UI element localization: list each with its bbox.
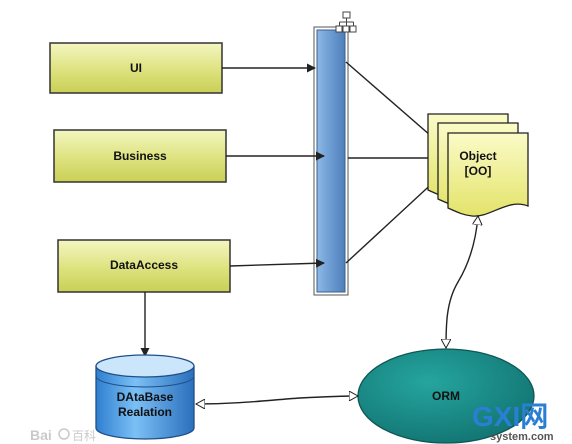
paw-icon — [58, 428, 70, 440]
layer-dataaccess-label: DataAccess — [110, 258, 178, 272]
orm-label: ORM — [432, 389, 460, 403]
layer-dataaccess: DataAccess — [57, 239, 231, 293]
object-node: Object [OO] — [427, 113, 529, 217]
arrow-bus-to-object-3 — [345, 177, 439, 264]
database-label-line1: DAtaBase — [117, 390, 174, 404]
layer-business: Business — [53, 129, 227, 183]
layer-ui: UI — [49, 42, 223, 94]
baidu-watermark: Bai 百科 — [30, 427, 96, 443]
object-label-line1: Object — [459, 149, 496, 163]
database-node: DAtaBase Realation — [95, 354, 195, 440]
watermark-site-logo: GXI网 — [472, 401, 548, 432]
arrow-object-orm — [446, 216, 478, 348]
object-bus-bar — [313, 26, 349, 296]
hierarchy-icon — [335, 11, 357, 33]
object-label-line2: [OO] — [465, 164, 492, 178]
arrow-database-orm — [196, 396, 358, 404]
database-label-line2: Realation — [118, 405, 172, 419]
layer-ui-label: UI — [130, 61, 142, 75]
watermark-brand-left: Bai — [30, 427, 52, 443]
arrow-bus-to-object-1 — [345, 61, 439, 143]
watermark-site-url: system.com — [490, 431, 554, 443]
site-watermark: GXI网 system.com — [472, 401, 554, 443]
layer-business-label: Business — [113, 149, 167, 163]
arrow-dataaccess-to-bus — [229, 258, 325, 268]
watermark-brand-right: 百科 — [72, 429, 96, 443]
